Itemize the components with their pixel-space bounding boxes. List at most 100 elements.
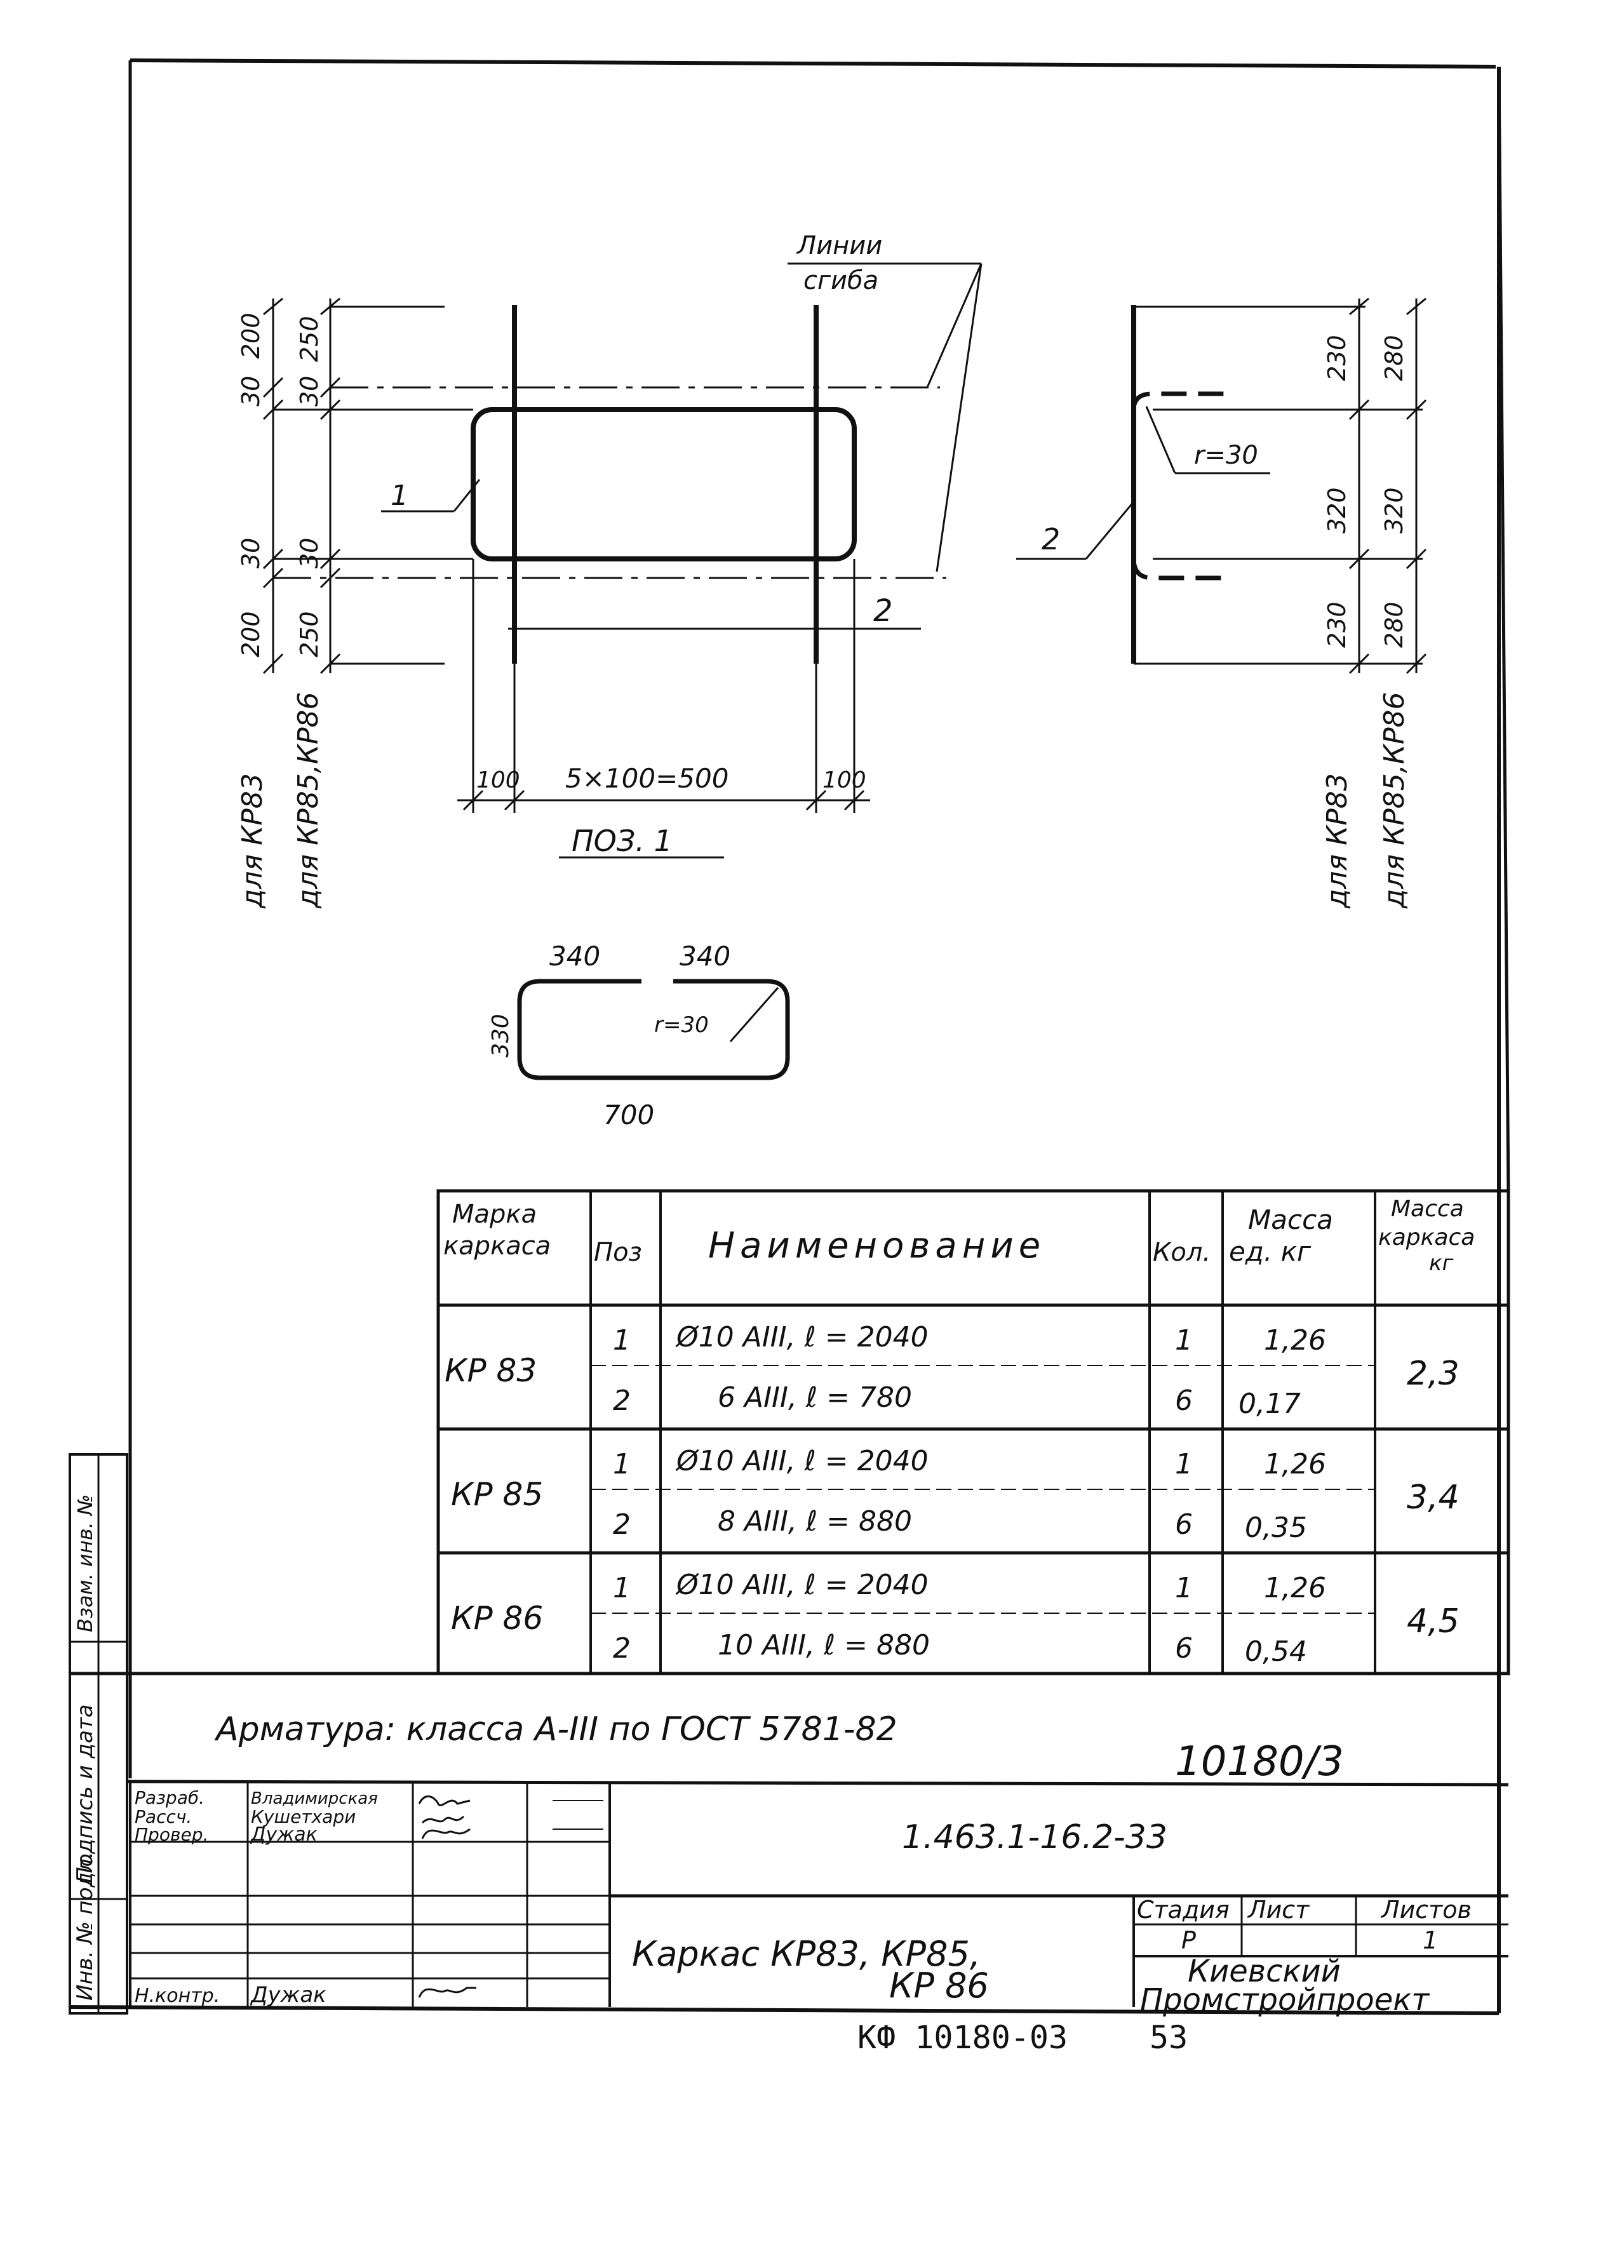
row-qty-2: 6 — [1175, 1508, 1193, 1541]
sheets-value: 1 — [1423, 1926, 1438, 1954]
header-mass-frame-3: кг — [1429, 1251, 1454, 1276]
stage-value: Р — [1181, 1926, 1196, 1954]
sheet-frame — [69, 58, 1510, 2015]
side-inv-label: Инв. № подл. — [72, 1851, 98, 2001]
pos1-labels: Линии сгиба 1 2 200 30 30 200 250 30 30 … — [236, 231, 893, 909]
row-pos-1: 1 — [613, 1448, 631, 1480]
row-total: 3,4 — [1407, 1479, 1460, 1517]
row-mass-1: 1,26 — [1264, 1572, 1326, 1604]
row-name-1: Ø10 АIII, ℓ = 2040 — [675, 1321, 929, 1353]
signature-norm-control — [418, 1987, 476, 1998]
row-name-1: Ø10 АIII, ℓ = 2040 — [675, 1569, 929, 1601]
table-row: КР 86 1 2 Ø10 АIII, ℓ = 2040 10 АIII, ℓ … — [451, 1569, 1460, 1668]
bend-lines-label-1: Линии — [796, 231, 882, 260]
org-line-1: Киевский — [1188, 1954, 1341, 1989]
row-qty-2: 6 — [1175, 1632, 1193, 1665]
pos1-bottom-dim-middle: 5×100=500 — [565, 763, 728, 794]
pos2-left-dim-bottom: 230 — [1323, 601, 1351, 648]
side-replace-label: Взам. инв. № — [73, 1494, 97, 1632]
pos1-left-dim-bottom: 200 — [237, 611, 265, 657]
pos1-label: ПОЗ. 1 — [572, 824, 673, 858]
pos1-left-dim-30a: 30 — [237, 376, 265, 406]
side-sign-label: Подпись и дата — [72, 1704, 98, 1883]
row-name-2: 8 АIII, ℓ = 880 — [718, 1505, 912, 1538]
designation: 1.463.1-16.2-33 — [902, 1818, 1167, 1856]
header-pos: Поз — [594, 1238, 642, 1267]
row-name-1: Ø10 АIII, ℓ = 2040 — [675, 1445, 929, 1477]
row-pos-2: 2 — [613, 1508, 631, 1541]
pos2-left-dim-middle: 320 — [1323, 487, 1351, 533]
row-name-2: 10 АIII, ℓ = 880 — [718, 1629, 930, 1661]
row-pos-2: 2 — [613, 1385, 631, 1417]
bend-lines-label-2: сгиба — [803, 266, 878, 295]
frame-dim-top-left: 340 — [549, 941, 600, 972]
row-pos-1: 1 — [613, 1324, 631, 1357]
title-line-2: КР 86 — [889, 1966, 989, 2006]
frame-shape — [517, 979, 790, 1080]
spec-table-header: Марка каркаса Поз Наименование Кол. Масс… — [443, 1196, 1475, 1276]
sheet-header: Лист — [1247, 1896, 1310, 1924]
header-mass-unit-1: Масса — [1248, 1204, 1333, 1235]
name-norm-control: Дужак — [250, 1982, 326, 2008]
pos2-radius: r=30 — [1194, 441, 1258, 470]
sheets-header: Листов — [1380, 1896, 1472, 1924]
row-mark: КР 86 — [451, 1600, 543, 1637]
row-mark: КР 83 — [445, 1352, 537, 1389]
row-mass-2: 0,35 — [1245, 1512, 1307, 1544]
row-mass-2: 0,17 — [1238, 1388, 1301, 1420]
title-line-1: Каркас КР83, КР85, — [632, 1934, 981, 1974]
name-developer: Владимирская — [251, 1789, 378, 1808]
pos1-left-dim-top: 200 — [237, 312, 265, 359]
stage-header: Стадия — [1137, 1896, 1230, 1924]
name-calculated: Кушетхари — [251, 1806, 356, 1827]
pos1-right-dim-30b: 30 — [295, 538, 323, 568]
pos2-left-dim-top: 230 — [1323, 335, 1351, 381]
row-qty-1: 1 — [1175, 1448, 1193, 1480]
leader-2-label: 2 — [873, 593, 893, 629]
pos1-for-kp85-86: для КР85,КР86 — [292, 692, 325, 909]
signature-checked — [421, 1828, 471, 1839]
pos1-bottom-dim-right: 100 — [822, 767, 866, 793]
row-total: 2,3 — [1407, 1355, 1460, 1393]
signature-developer — [418, 1795, 471, 1806]
table-row: КР 83 1 2 Ø10 АIII, ℓ = 2040 6 АIII, ℓ =… — [445, 1321, 1460, 1420]
pos2-for-kp83: для КР83 — [1321, 773, 1353, 909]
row-mass-1: 1,26 — [1264, 1324, 1326, 1357]
signature-calculated — [421, 1815, 465, 1824]
archive-code: КФ 10180-03 — [857, 2019, 1068, 2056]
header-qty: Кол. — [1153, 1238, 1211, 1267]
role-developer: Разраб. — [135, 1787, 205, 1808]
header-mass-frame-1: Масса — [1391, 1196, 1464, 1222]
pos2-right-dim-bottom: 280 — [1380, 601, 1408, 648]
row-mass-1: 1,26 — [1264, 1448, 1326, 1480]
pos2-leader-label: 2 — [1042, 522, 1060, 556]
pos2-right-dim-top: 280 — [1380, 335, 1408, 381]
frame-dim-width: 700 — [603, 1099, 654, 1131]
header-mass-unit-2: ед. кг — [1229, 1236, 1312, 1267]
title-block-text: 1.463.1-16.2-33 Каркас КР83, КР85, КР 86… — [135, 1787, 1472, 2018]
pos1-right-dim-bottom: 250 — [295, 611, 323, 657]
row-qty-1: 1 — [1175, 1572, 1193, 1604]
frame-dim-top-right: 340 — [680, 941, 730, 972]
pos2-labels: r=30 2 230 320 230 280 320 280 для КР83 … — [1042, 335, 1411, 909]
row-qty-2: 6 — [1175, 1385, 1193, 1417]
header-name: Наименование — [708, 1225, 1045, 1266]
header-mass-frame-2: каркаса — [1378, 1225, 1475, 1251]
table-row: КР 85 1 2 Ø10 АIII, ℓ = 2040 8 АIII, ℓ =… — [451, 1445, 1460, 1544]
role-checked: Провер. — [135, 1824, 208, 1845]
pos1-right-dim-top: 250 — [295, 316, 323, 362]
pos1-bottom-dim-left: 100 — [476, 767, 520, 793]
frame-dim-height: 330 — [488, 1014, 514, 1057]
side-stamp-labels: Инв. № подл. Подпись и дата Взам. инв. № — [72, 1494, 98, 2001]
pos1-for-kp83: для КР83 — [236, 773, 269, 909]
role-calculated: Рассч. — [135, 1806, 192, 1827]
org-line-2: Промстройпроект — [1140, 1982, 1430, 2018]
row-total: 4,5 — [1407, 1602, 1460, 1641]
header-mark-2: каркаса — [443, 1231, 551, 1261]
name-checked: Дужак — [250, 1823, 318, 1846]
leader-1-label: 1 — [391, 480, 408, 512]
title-block — [70, 1672, 1509, 2007]
pos1-drawing — [262, 262, 983, 859]
row-mark: КР 85 — [451, 1476, 543, 1513]
